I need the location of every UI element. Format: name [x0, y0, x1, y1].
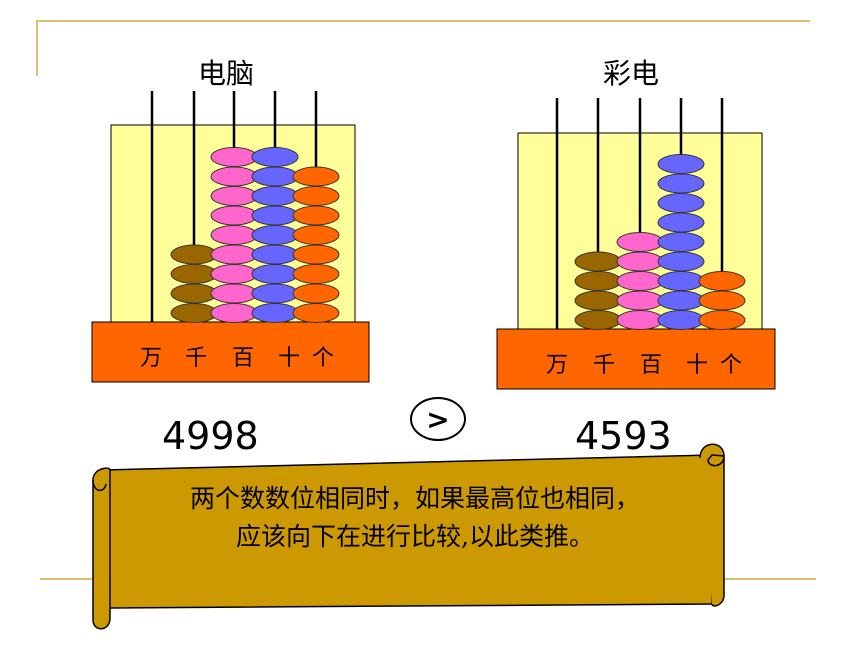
right-abacus-title: 彩电 [603, 57, 660, 90]
right-place-wan: 万 [546, 353, 569, 378]
abacus-bead [251, 147, 299, 167]
abacus-bead [292, 166, 340, 187]
greater-than-symbol: > [410, 397, 466, 441]
left-number: 4998 [162, 414, 259, 458]
left-rule [36, 20, 38, 76]
abacus-bead [657, 154, 705, 174]
left-place-bai: 百 [232, 346, 255, 371]
left-place-wan: 万 [140, 346, 163, 371]
left-place-shi: 十 [278, 346, 301, 371]
top-rule [36, 20, 810, 22]
left-place-qian: 千 [185, 346, 208, 371]
right-place-shi: 十 [686, 353, 709, 378]
scroll-left-curl [92, 479, 107, 492]
right-place-bai: 百 [640, 353, 663, 378]
right-number: 4593 [575, 414, 672, 458]
abacus-bead [698, 271, 746, 291]
abacus-left [91, 91, 370, 383]
greater-than-label: > [426, 402, 450, 436]
scroll-line-1: 两个数数位相同时，如果最高位也相同， [189, 484, 640, 513]
left-abacus-title: 电脑 [198, 57, 255, 90]
scroll-line-2: 应该向下在进行比较,以此类推。 [236, 522, 594, 551]
abacus-base [496, 328, 776, 390]
scroll-left-roll [92, 467, 111, 630]
left-place-ge: 个 [312, 346, 335, 371]
scroll-text: 两个数数位相同时，如果最高位也相同， 应该向下在进行比较,以此类推。 [110, 480, 720, 556]
right-place-ge: 个 [720, 353, 743, 378]
abacus-right [496, 98, 776, 390]
right-place-qian: 千 [593, 353, 616, 378]
scroll-right-curl [699, 443, 725, 607]
abacus-base [91, 321, 370, 383]
